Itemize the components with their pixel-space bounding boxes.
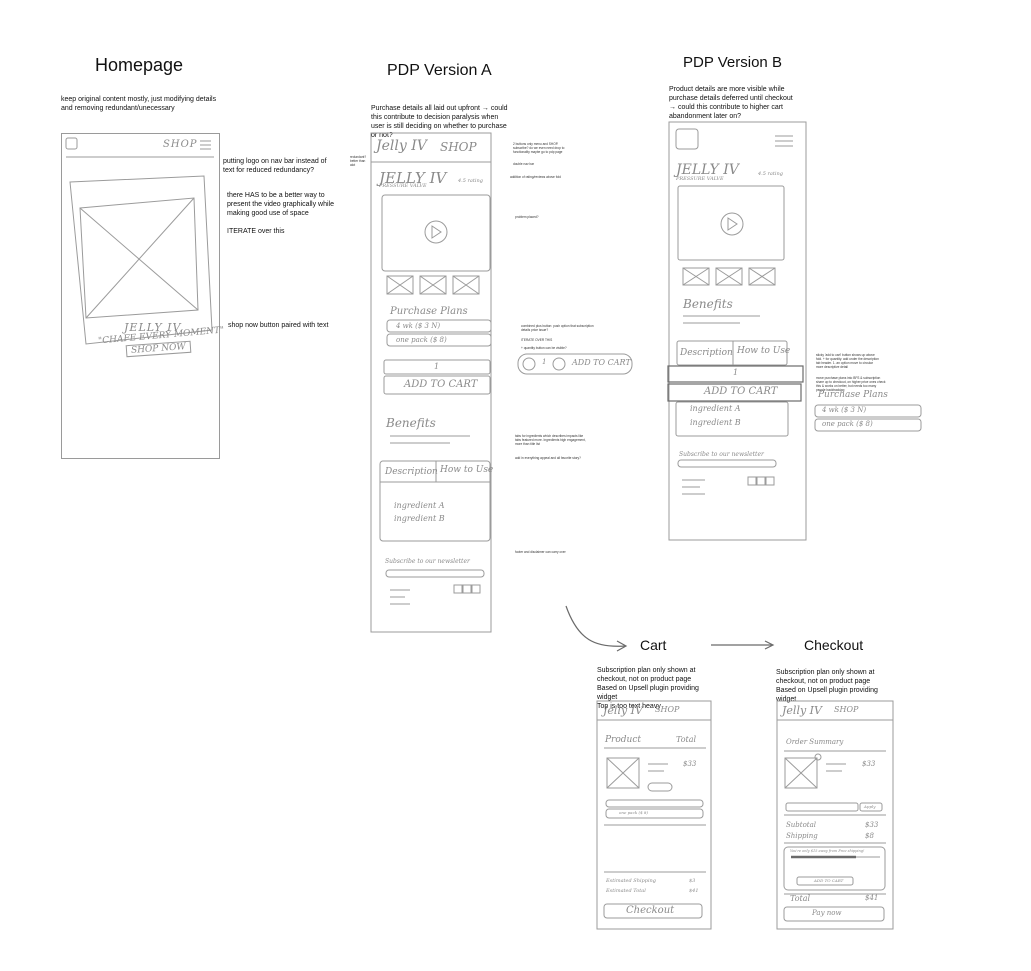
pdp-b-ingredient-a: ingredient A — [690, 404, 741, 413]
pdp-b-plan-1[interactable]: 4 wk ($ 3 N) — [822, 406, 867, 414]
cart-est-shipping: Estimated Shipping — [606, 878, 656, 884]
pdp-b-tagline: PRESSURE VALVE — [676, 176, 724, 182]
tiny-note-a7: + quantity button can be visible? — [521, 346, 567, 350]
tiny-note-b1: sticky 'add to cart' button shows up abo… — [816, 353, 879, 369]
checkout-subtotal: Subtotal — [786, 821, 817, 829]
tiny-note-a6: ITERATE OVER THIS — [521, 338, 553, 342]
note-iterate: ITERATE over this — [227, 228, 285, 235]
tiny-note-a1: 2 buttons only menu and SHOP. subscribe?… — [513, 142, 565, 154]
tiny-note-a10: footer and disclaimer can carry over — [515, 550, 566, 554]
pdp-a-shop-link[interactable]: SHOP — [440, 140, 477, 154]
pdp-b-subscribe: Subscribe to our newsletter — [679, 451, 764, 458]
pdp-b-product-title: JELLY IV — [676, 162, 739, 178]
cart-est-total: Estimated Total — [606, 888, 646, 894]
pdp-a-add-to-cart[interactable]: ADD TO CART — [404, 379, 478, 390]
pdp-b-plan-2[interactable]: one pack ($ 8) — [822, 420, 873, 428]
pdp-a-plan-2[interactable]: one pack ($ 8) — [396, 336, 447, 344]
pdp-b-benefits: Benefits — [683, 297, 733, 311]
cart-product-header: Product — [605, 735, 641, 745]
checkout-upsell-add[interactable]: ADD TO CART — [814, 878, 844, 883]
tiny-note-a2: double nav bar — [513, 162, 535, 166]
title-homepage: Homepage — [95, 55, 184, 75]
checkout-shop-link[interactable]: SHOP — [834, 705, 859, 714]
cart-total-header: Total — [676, 735, 697, 744]
pdp-b-rating: 4.5 rating — [758, 171, 783, 177]
cart-est-total-val: $41 — [689, 888, 699, 894]
pdp-a-side-add-to-cart[interactable]: ADD TO CART — [572, 358, 631, 367]
checkout-upsell-text: You're only $15 away from Free shipping! — [790, 849, 865, 853]
cart-price: $33 — [683, 760, 697, 768]
note-logo-nav: putting logo on nav bar instead of text … — [223, 158, 327, 174]
cart-plan[interactable]: one pack ($ 8) — [619, 810, 648, 815]
title-pdp-a: PDP Version A — [387, 62, 492, 79]
checkout-total-val: $41 — [865, 894, 879, 902]
pdp-a-qty[interactable]: 1 — [434, 362, 440, 371]
checkout-apply-button[interactable]: Apply — [864, 804, 876, 809]
checkout-price: $33 — [862, 760, 876, 768]
pdp-b-tab-description[interactable]: Description — [680, 348, 733, 358]
homepage-wireframe — [61, 133, 220, 459]
note-shop-now: shop now button paired with text — [228, 322, 329, 329]
pdp-a-tab-how-to-use[interactable]: How to Use — [440, 465, 494, 475]
pdp-a-tab-description[interactable]: Description — [385, 467, 438, 477]
note-homepage-intro: keep original content mostly, just modif… — [61, 96, 217, 112]
checkout-pay-now-button[interactable]: Pay now — [812, 909, 842, 917]
pdp-b-ingredient-b: ingredient B — [690, 418, 741, 427]
pdp-a-side-qty[interactable]: 1 — [542, 358, 547, 366]
pdp-b-add-to-cart[interactable]: ADD TO CART — [704, 386, 778, 397]
pdp-b-tab-how-to-use[interactable]: How to Use — [737, 346, 791, 356]
title-checkout: Checkout — [804, 637, 864, 653]
pdp-a-product-title: JELLY IV — [379, 169, 447, 187]
note-checkout-intro: Subscription plan only shown at checkout… — [776, 669, 878, 703]
note-pdp-b-intro: Product details are more visible while p… — [669, 86, 793, 120]
pdp-b-purchase-plans: Purchase Plans — [818, 390, 888, 400]
pdp-a-tagline: PRESSURE VALVE — [379, 183, 427, 189]
note-video: there HAS to be a better way to present … — [227, 192, 335, 217]
tiny-note-a8: tabs for ingredients which describes imp… — [515, 434, 586, 446]
homepage-shop-link[interactable]: SHOP — [163, 139, 198, 150]
checkout-subtotal-val: $33 — [865, 821, 879, 829]
cart-est-shipping-val: $3 — [689, 878, 696, 884]
tiny-note-a3: addition of rating/reviews above fold — [510, 175, 561, 179]
tiny-note-b2: move purchase plans into BFS & subscript… — [816, 376, 886, 392]
pdp-a-rating: 4.5 rating — [458, 178, 483, 184]
pdp-b-qty[interactable]: 1 — [733, 368, 739, 377]
tiny-note-a4: problem placed? — [515, 215, 539, 219]
pdp-a-benefits: Benefits — [386, 416, 436, 430]
pdp-a-plan-1[interactable]: 4 wk ($ 3 N) — [396, 322, 441, 330]
pdp-a-ingredient-a: ingredient A — [394, 501, 445, 510]
checkout-shipping: Shipping — [786, 832, 818, 840]
note-pdp-a-intro: Purchase details all laid out upfront → … — [371, 105, 508, 139]
checkout-shipping-val: $8 — [865, 832, 874, 840]
pdp-a-purchase-plans: Purchase Plans — [390, 306, 468, 317]
cart-nav-logo: Jelly IV — [603, 704, 643, 717]
tiny-note-a5: combined plus button: push option that s… — [521, 324, 594, 332]
tiny-note-a9: add in everything appeal and all favorit… — [515, 456, 581, 460]
pdp-a-subscribe: Subscribe to our newsletter — [385, 558, 470, 565]
cart-checkout-button[interactable]: Checkout — [626, 905, 675, 916]
pdp-a-ingredient-b: ingredient B — [394, 514, 445, 523]
checkout-nav-logo: Jelly IV — [782, 704, 822, 717]
checkout-total: Total — [790, 894, 811, 903]
tiny-note-a-left: redundant? better than alot — [350, 155, 367, 167]
title-cart: Cart — [640, 637, 667, 653]
homepage-logo: JELLY IV — [124, 321, 182, 334]
cart-shop-link[interactable]: SHOP — [655, 705, 680, 714]
checkout-order-summary: Order Summary — [786, 738, 844, 746]
title-pdp-b: PDP Version B — [683, 54, 782, 71]
pdp-a-nav-logo: Jelly IV — [376, 138, 427, 154]
